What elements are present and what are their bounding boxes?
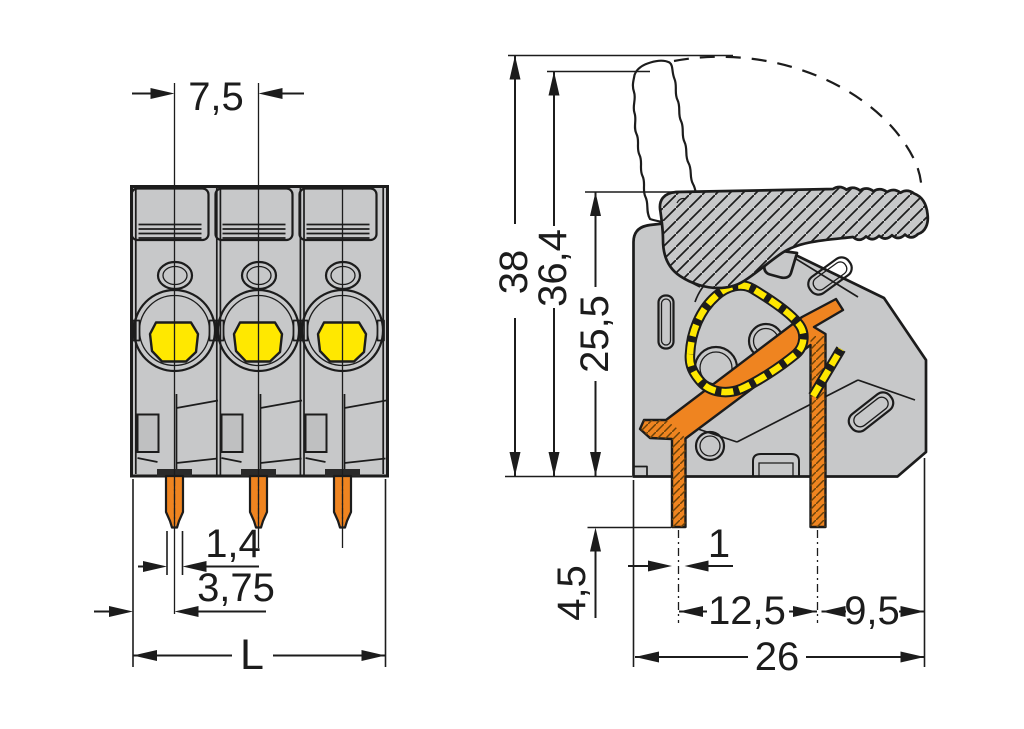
lever-hatch <box>659 187 928 288</box>
front-view: 7,5 1,4 3,75 L <box>94 75 389 679</box>
dimension-pitch: 7,5 <box>132 75 304 119</box>
side-view: 38 36,4 25,5 4,5 <box>492 54 930 679</box>
dimension-body-height: 25,5 <box>573 192 617 476</box>
dim-label-length: L <box>240 631 264 679</box>
lower-hole <box>694 430 726 462</box>
dim-label-pin-length: 4,5 <box>550 565 594 621</box>
dimension-pin-length: 4,5 <box>550 527 601 621</box>
busbar-hatch-rear-pin <box>810 336 826 527</box>
dim-label-pitch: 7,5 <box>188 75 244 119</box>
dim-label-pin-thickness: 1 <box>708 522 730 566</box>
dim-label-lever-height: 36,4 <box>531 229 575 307</box>
clamp-spring-outline <box>684 280 846 399</box>
dimension-pin-width: 1,4 <box>138 522 261 575</box>
dimension-pin-to-edge: 9,5 <box>821 589 925 633</box>
lever-open-ghost <box>631 59 715 234</box>
dim-label-pin-to-edge: 9,5 <box>844 589 900 633</box>
dim-label-pin-spacing: 12,5 <box>708 589 786 633</box>
dim-label-pin-offset: 3,75 <box>197 566 275 610</box>
dim-label-pin-width: 1,4 <box>205 522 261 566</box>
extension-lines <box>505 54 926 667</box>
dim-label-body-height: 25,5 <box>573 295 617 373</box>
mounting-foot <box>752 453 800 476</box>
dimension-length: L <box>132 479 387 679</box>
dimension-pin-thickness: 1 <box>628 522 733 572</box>
dimension-pin-spacing: 12,5 <box>679 589 817 633</box>
dimension-depth: 26 <box>635 635 925 679</box>
dimension-total-height: 38 <box>492 55 536 476</box>
lever-detail-tick <box>676 197 687 204</box>
side-slot-bottom <box>847 391 895 433</box>
dimension-lever-height: 36,4 <box>531 71 575 476</box>
dimension-pin-offset: 3,75 <box>94 566 275 617</box>
lever-swing-arc <box>673 55 923 190</box>
busbar-hatch-front-pin <box>640 420 686 527</box>
dim-label-total-height: 38 <box>492 250 536 295</box>
side-slot-top <box>807 256 853 296</box>
dim-label-depth: 26 <box>755 635 800 679</box>
side-slot-left <box>657 294 675 350</box>
